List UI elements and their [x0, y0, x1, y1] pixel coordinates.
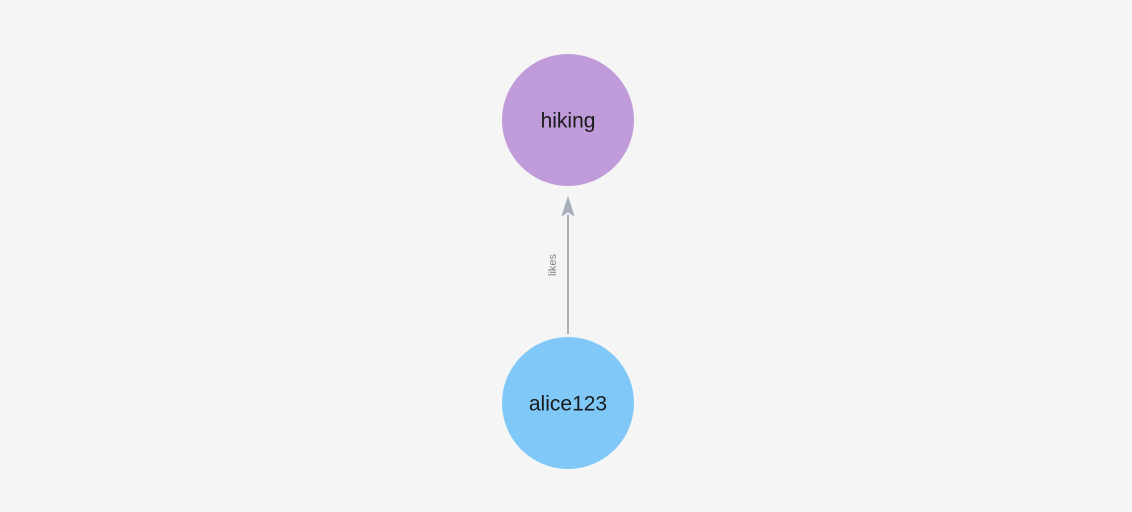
graph-node-hiking[interactable]: hiking [502, 54, 634, 186]
edge-label-likes: likes [547, 254, 559, 277]
node-label-alice123: alice123 [529, 393, 607, 416]
node-circle-hiking[interactable] [502, 54, 634, 186]
graph-node-alice123[interactable]: alice123 [502, 337, 634, 469]
graph-edge[interactable]: likes [547, 195, 575, 335]
node-circle-alice123[interactable] [502, 337, 634, 469]
edge-arrowhead-icon [561, 195, 575, 217]
node-label-hiking: hiking [541, 110, 596, 133]
